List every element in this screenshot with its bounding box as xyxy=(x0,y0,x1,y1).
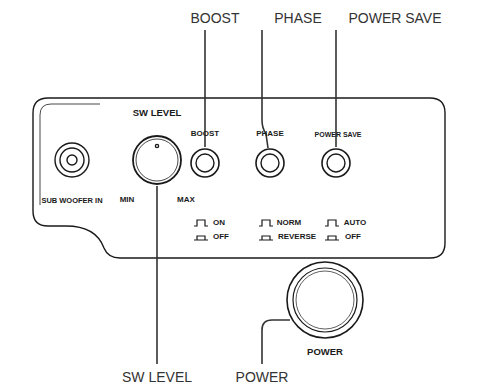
panel-label: MAX xyxy=(177,196,195,204)
panel-label: SUB WOOFER IN xyxy=(41,197,102,205)
panel-label: BOOST xyxy=(191,130,219,138)
panel-inner-edge xyxy=(40,104,100,205)
callout-label: PHASE xyxy=(274,11,321,25)
switch-state: OFF xyxy=(213,233,229,241)
callout-label: SW LEVEL xyxy=(122,370,192,384)
callout-label: POWER SAVE xyxy=(348,11,441,25)
switch-state: OFF xyxy=(345,233,361,241)
switch-state: NORM xyxy=(277,219,301,227)
panel-label: PHASE xyxy=(256,130,284,138)
callout-label: BOOST xyxy=(190,11,239,25)
switch-state: REVERSE xyxy=(278,233,316,241)
panel-outline xyxy=(33,98,445,258)
callout-label: POWER xyxy=(236,370,289,384)
panel-label: SW LEVEL xyxy=(133,108,182,118)
panel-label: POWER xyxy=(307,347,343,357)
leader-lines xyxy=(157,30,336,364)
switch-state: AUTO xyxy=(344,219,367,227)
panel-label: POWER SAVE xyxy=(315,131,362,138)
switch-state: ON xyxy=(213,219,225,227)
panel-label: MIN xyxy=(120,196,135,204)
